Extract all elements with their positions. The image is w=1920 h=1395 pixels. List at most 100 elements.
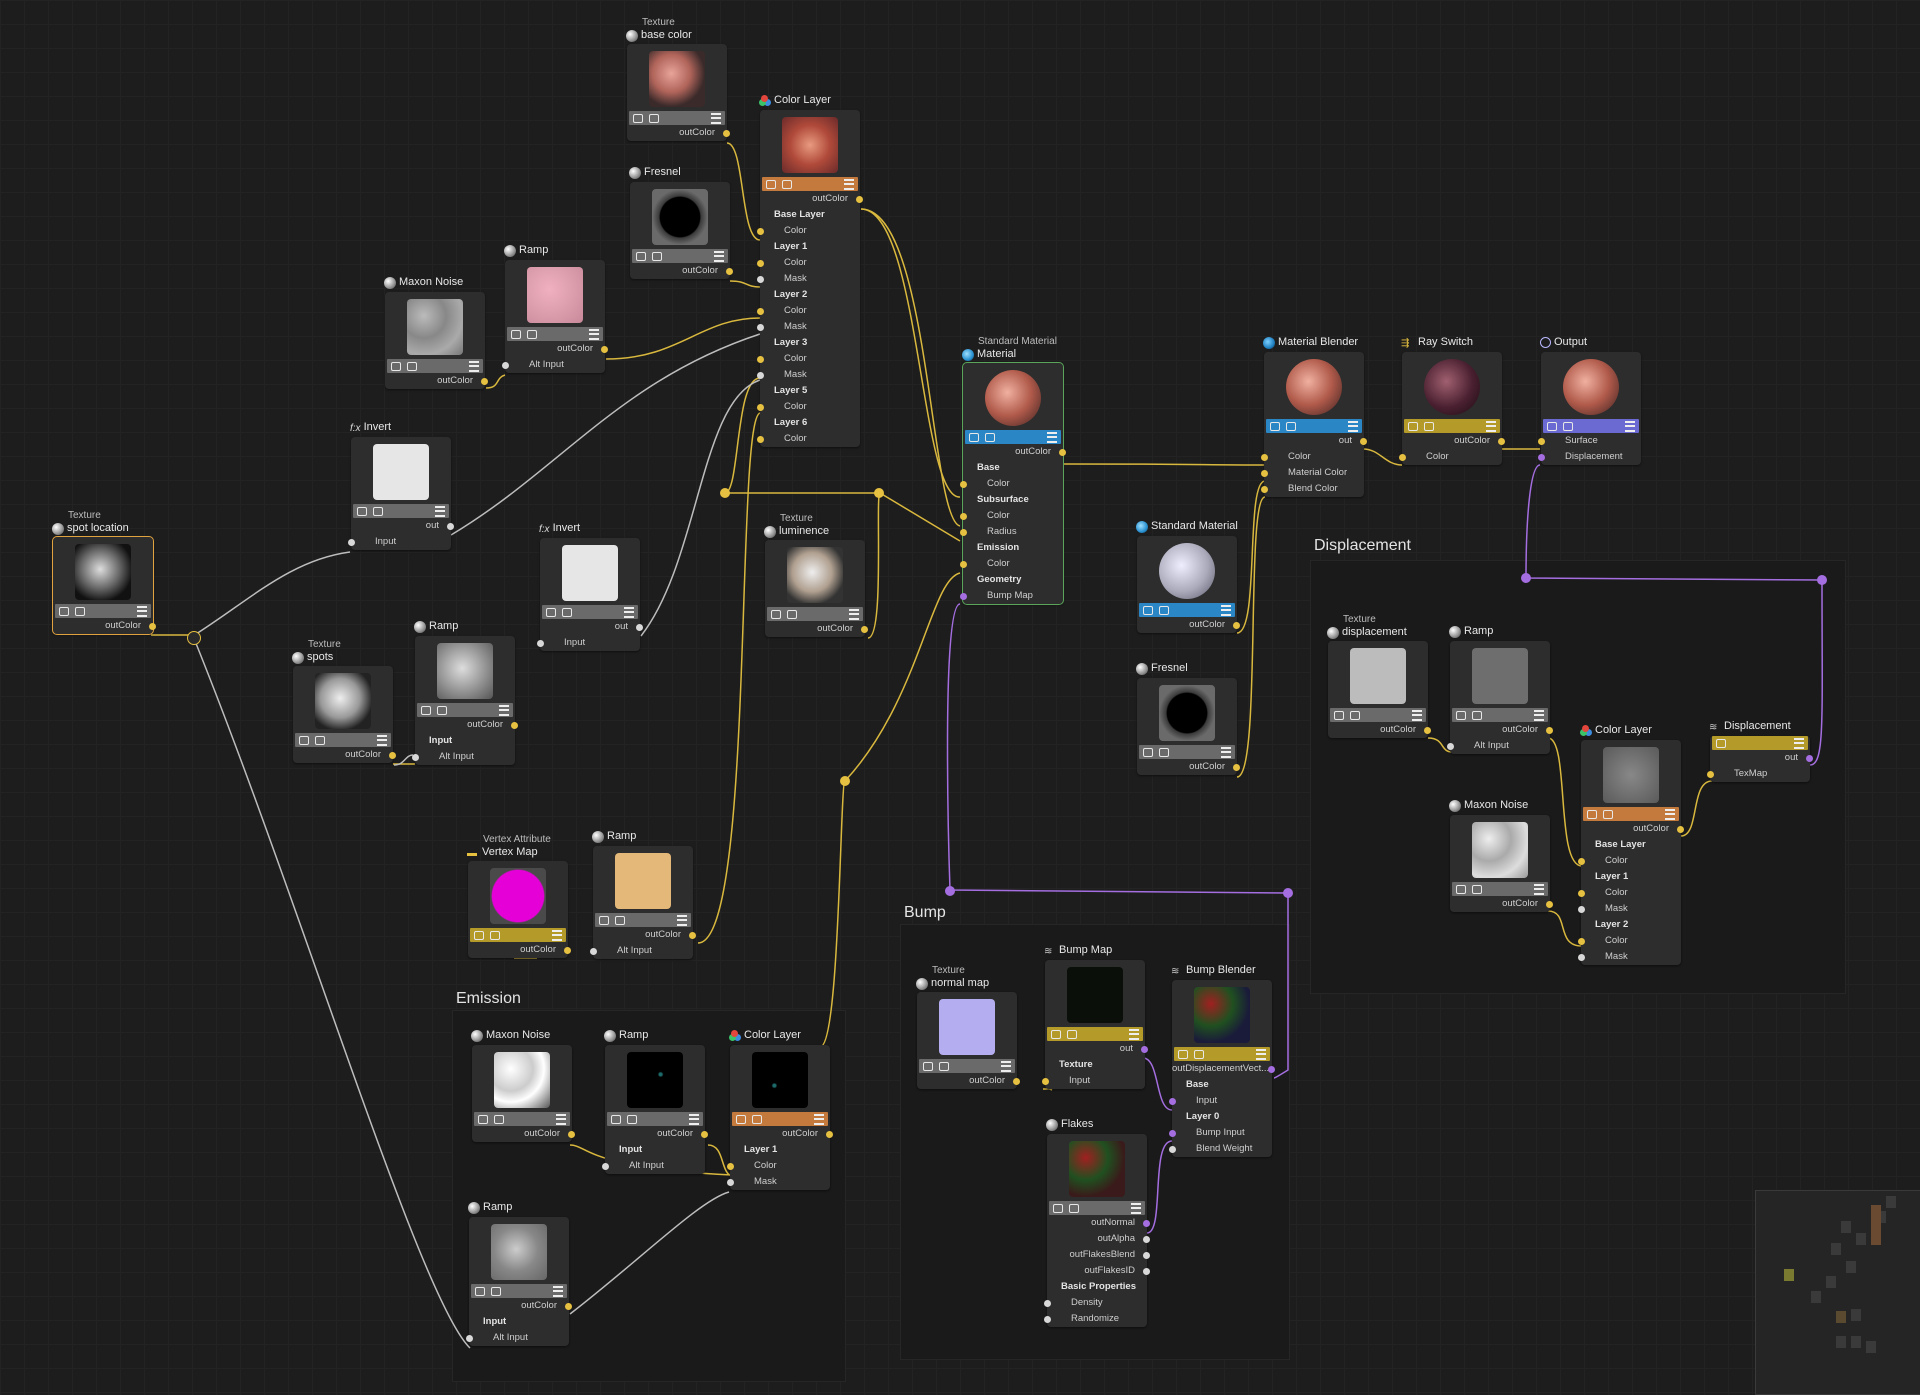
node-toolbar[interactable] (1543, 419, 1639, 433)
emission-ramp-node-bottom[interactable]: Ramp outColor Input Alt Input (466, 1201, 572, 1346)
input-port[interactable]: Blend Color (1261, 481, 1364, 497)
input-port[interactable]: Color (757, 351, 860, 367)
menu-icon[interactable] (1129, 1028, 1139, 1040)
output-port[interactable]: out (540, 619, 643, 635)
node-toolbar[interactable] (632, 249, 728, 263)
output-node[interactable]: Output Surface Displacement (1538, 336, 1641, 465)
node-toolbar[interactable] (1266, 419, 1362, 433)
reroute-hub[interactable] (1521, 573, 1531, 583)
input-group-header[interactable]: Base Layer (774, 209, 825, 220)
menu-icon[interactable] (499, 704, 509, 716)
menu-icon[interactable] (689, 1113, 699, 1125)
node-toolbar[interactable] (55, 604, 151, 618)
input-port[interactable]: Color (757, 399, 860, 415)
node-toolbar[interactable] (1712, 736, 1808, 750)
output-port[interactable]: outColor (472, 1126, 575, 1142)
output-port[interactable]: outColor (53, 618, 156, 634)
menu-icon[interactable] (1348, 420, 1358, 432)
input-port[interactable]: Color (757, 223, 860, 239)
input-port[interactable]: Mask (757, 367, 860, 383)
input-port[interactable]: Displacement (1538, 449, 1641, 465)
output-port[interactable]: outColor (917, 1073, 1020, 1089)
node-toolbar[interactable] (353, 504, 449, 518)
reroute-hub[interactable] (1283, 888, 1293, 898)
reroute-hub[interactable] (840, 776, 850, 786)
node-toolbar[interactable] (1330, 708, 1426, 722)
ramp-node-mid[interactable]: Ramp outColor Input Alt Input (412, 620, 518, 765)
color-layer-node-displacement[interactable]: Color Layer outColor Base Layer Color La… (1578, 724, 1684, 965)
node-toolbar[interactable] (542, 605, 638, 619)
menu-icon[interactable] (1221, 604, 1231, 616)
menu-icon[interactable] (814, 1113, 824, 1125)
reroute-hub[interactable] (1817, 575, 1827, 585)
input-port[interactable]: Blend Weight (1169, 1141, 1272, 1157)
node-toolbar[interactable] (607, 1112, 703, 1126)
standard-material-node-2[interactable]: Standard Material outColor (1136, 520, 1240, 633)
bump-map-node[interactable]: ≋Bump Map out Texture Input (1042, 944, 1148, 1089)
menu-icon[interactable] (1486, 420, 1496, 432)
menu-icon[interactable] (677, 914, 687, 926)
node-toolbar[interactable] (629, 111, 725, 125)
node-toolbar[interactable] (1174, 1047, 1270, 1061)
menu-icon[interactable] (844, 178, 854, 190)
menu-icon[interactable] (377, 734, 387, 746)
node-toolbar[interactable] (1452, 882, 1548, 896)
node-toolbar[interactable] (417, 703, 513, 717)
input-group-header[interactable]: Input (429, 735, 453, 746)
ramp-node-displacement[interactable]: Ramp outColor Alt Input (1447, 625, 1553, 754)
menu-icon[interactable] (137, 605, 147, 617)
output-port[interactable]: outColor (1137, 759, 1240, 775)
input-port[interactable]: Alt Input (502, 357, 605, 373)
output-port[interactable]: outColor (760, 191, 863, 207)
emission-ramp-node[interactable]: Ramp outColor Input Alt Input (602, 1029, 708, 1174)
node-toolbar[interactable] (1139, 745, 1235, 759)
output-port[interactable]: outColor (469, 1298, 572, 1314)
menu-icon[interactable] (1131, 1202, 1141, 1214)
input-port[interactable]: Color (757, 431, 860, 447)
node-toolbar[interactable] (767, 607, 863, 621)
menu-icon[interactable] (711, 112, 721, 124)
node-toolbar[interactable] (1404, 419, 1500, 433)
input-group-header[interactable]: Basic Properties (1061, 1281, 1136, 1292)
fresnel-node-top[interactable]: Fresnel outColor (629, 166, 733, 279)
input-port[interactable]: Alt Input (412, 749, 515, 765)
node-toolbar[interactable] (507, 327, 603, 341)
input-port[interactable]: Bump Input (1169, 1125, 1272, 1141)
node-toolbar[interactable] (1583, 807, 1679, 821)
node-toolbar[interactable] (471, 1284, 567, 1298)
output-port[interactable]: out (351, 518, 454, 534)
node-toolbar[interactable] (595, 913, 691, 927)
node-toolbar[interactable] (1047, 1027, 1143, 1041)
menu-icon[interactable] (589, 328, 599, 340)
menu-icon[interactable] (1665, 808, 1675, 820)
input-group-header[interactable]: Base (1186, 1079, 1209, 1090)
ray-switch-node[interactable]: ⇶Ray Switch outColor Color (1399, 336, 1505, 465)
menu-icon[interactable] (849, 608, 859, 620)
input-group-header[interactable]: Layer 1 (774, 241, 808, 252)
menu-icon[interactable] (469, 360, 479, 372)
input-group-header[interactable]: Layer 0 (1186, 1111, 1220, 1122)
output-port[interactable]: out (1045, 1041, 1148, 1057)
fresnel-node-right[interactable]: Fresnel outColor (1136, 662, 1240, 775)
output-port[interactable]: outColor (1450, 722, 1553, 738)
input-group-header[interactable]: Layer 1 (744, 1144, 778, 1155)
material-blender-node[interactable]: Material Blender out Color Material Colo… (1261, 336, 1367, 497)
input-group-header[interactable]: Input (619, 1144, 643, 1155)
input-group-header[interactable]: Geometry (977, 574, 1022, 585)
input-port[interactable]: Surface (1538, 433, 1641, 449)
node-toolbar[interactable] (762, 177, 858, 191)
node-toolbar[interactable] (1452, 708, 1548, 722)
menu-icon[interactable] (1794, 737, 1804, 749)
node-toolbar[interactable] (474, 1112, 570, 1126)
input-port[interactable]: Alt Input (590, 943, 693, 959)
input-port[interactable]: Input (537, 635, 640, 651)
input-group-header[interactable]: Layer 1 (1595, 871, 1629, 882)
node-toolbar[interactable] (965, 430, 1061, 444)
output-port[interactable]: outDisplacementVect... (1172, 1061, 1275, 1077)
input-group-header[interactable]: Layer 6 (774, 417, 808, 428)
